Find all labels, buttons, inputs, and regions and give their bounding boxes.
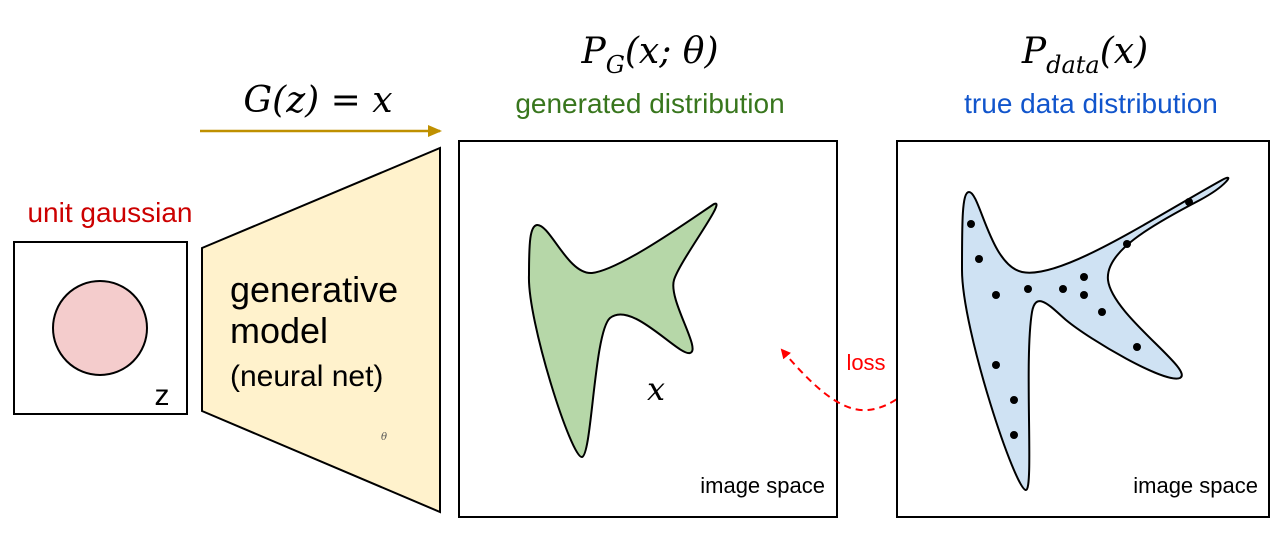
data-sample-dot: [1024, 285, 1032, 293]
data-samples: [967, 198, 1193, 439]
data-sample-dot: [1080, 273, 1088, 281]
data-sample-dot: [1098, 308, 1106, 316]
model-label-line2: model: [230, 310, 328, 351]
gaussian-circle: [52, 280, 148, 376]
mapping-formula: G(z) = x: [243, 80, 392, 121]
data-sample-dot: [1080, 291, 1088, 299]
data-sample-dot: [967, 220, 975, 228]
data-title: Pdata(x): [1021, 31, 1148, 79]
unit-gaussian-label: unit gaussian: [27, 197, 192, 228]
data-sample-dot: [1010, 396, 1018, 404]
generated-distribution-shape: [527, 202, 718, 459]
true-data-distribution-shape: [960, 176, 1230, 492]
model-label-line1: generative: [230, 269, 398, 310]
data-sample-dot: [1133, 343, 1141, 351]
z-label: z: [155, 379, 170, 412]
data-sample-dot: [1059, 285, 1067, 293]
theta-param: θ: [381, 432, 387, 443]
data-space-label: image space: [1133, 473, 1258, 498]
loss-label: loss: [846, 350, 885, 375]
generated-title: PG(x; θ): [580, 31, 718, 79]
data-sample-dot: [975, 255, 983, 263]
data-sample-dot: [1010, 431, 1018, 439]
generated-image-space-box: [458, 140, 838, 518]
generated-sample-x: x: [647, 370, 665, 408]
data-subtitle: true data distribution: [964, 88, 1218, 119]
generated-space-label: image space: [700, 473, 825, 498]
generated-subtitle: generated distribution: [515, 88, 784, 119]
loss-arrow: [780, 338, 952, 412]
model-label-line3: (neural net): [230, 360, 383, 393]
data-sample-dot: [1123, 240, 1131, 248]
data-sample-dot: [1185, 198, 1193, 206]
data-sample-dot: [992, 291, 1000, 299]
generative-model-trapezoid: [201, 146, 441, 514]
data-sample-dot: [992, 361, 1000, 369]
